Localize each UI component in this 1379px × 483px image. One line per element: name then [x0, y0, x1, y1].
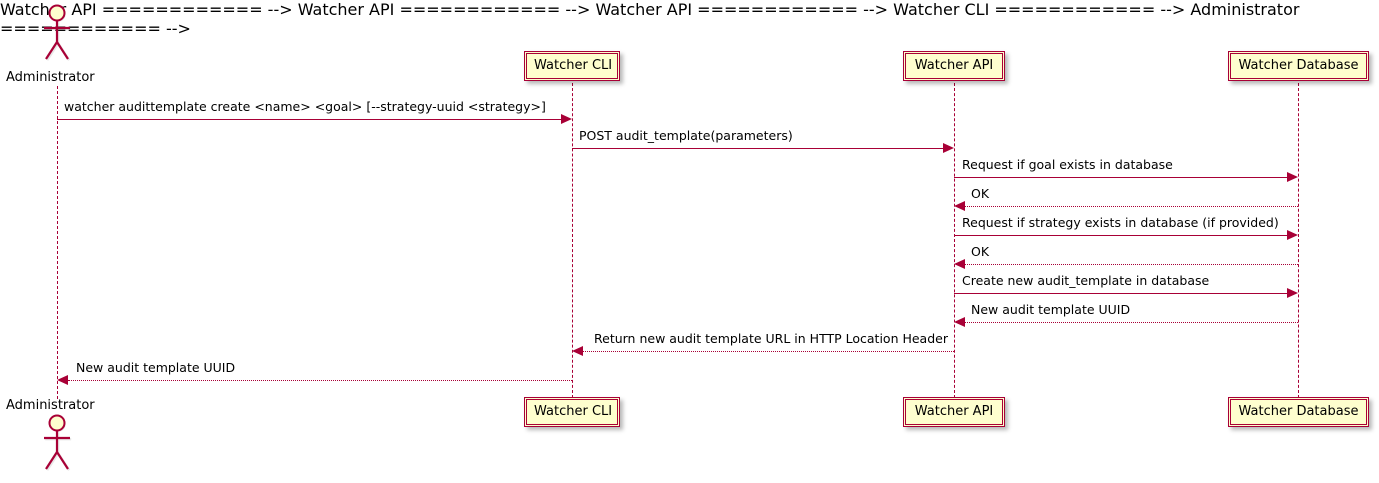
message-label-3: Request if goal exists in database [962, 157, 1173, 172]
message-line-8 [965, 322, 1298, 323]
message-arrowhead-8 [954, 317, 965, 327]
participant-label: Watcher Database [1238, 58, 1359, 73]
actor-label-administrator-top: Administrator [6, 70, 95, 85]
message-label-2: POST audit_template(parameters) [579, 128, 793, 143]
participant-label: Watcher CLI [534, 58, 613, 73]
message-line-9 [583, 351, 954, 352]
message-arrowhead-4 [954, 201, 965, 211]
message-label-9: Return new audit template URL in HTTP Lo… [594, 331, 948, 346]
participant-label: Watcher API [914, 58, 994, 73]
message-line-5 [954, 235, 1287, 236]
message-arrowhead-10 [57, 375, 68, 385]
participant-watcher-cli-bottom[interactable]: Watcher CLI [524, 397, 620, 427]
message-arrowhead-5 [1287, 230, 1298, 240]
participant-label: Watcher CLI [534, 404, 613, 419]
message-arrowhead-6 [954, 259, 965, 269]
message-arrowhead-1 [561, 114, 572, 124]
participant-watcher-api-top[interactable]: Watcher API [903, 51, 1005, 81]
actor-label-administrator-bottom: Administrator [6, 398, 95, 413]
lifeline-administrator [57, 86, 58, 399]
message-label-4: OK [971, 186, 990, 201]
message-line-1 [57, 119, 561, 120]
participant-label: Watcher API [914, 404, 994, 419]
participant-watcher-database-bottom[interactable]: Watcher Database [1228, 397, 1369, 427]
message-label-7: Create new audit_template in database [962, 273, 1210, 288]
message-label-5: Request if strategy exists in database (… [962, 215, 1279, 230]
message-arrowhead-3 [1287, 172, 1298, 182]
message-label-8: New audit template UUID [971, 302, 1131, 317]
message-line-7 [954, 293, 1287, 294]
actor-stick-figure-icon [44, 414, 72, 471]
message-arrowhead-2 [943, 143, 954, 153]
actor-administrator-top [38, 4, 76, 64]
message-line-10 [68, 380, 572, 381]
participant-label: Watcher Database [1238, 404, 1359, 419]
participant-watcher-api-bottom[interactable]: Watcher API [903, 397, 1005, 427]
participant-watcher-cli-top[interactable]: Watcher CLI [524, 51, 620, 81]
message-line-6 [965, 264, 1298, 265]
message-arrowhead-9 [572, 346, 583, 356]
message-label-10: New audit template UUID [76, 360, 236, 375]
message-line-2 [572, 148, 943, 149]
lifeline-watcher-database [1298, 83, 1299, 398]
message-line-4 [965, 206, 1298, 207]
participant-watcher-database-top[interactable]: Watcher Database [1228, 51, 1369, 81]
message-label-1: watcher audittemplate create <name> <goa… [64, 99, 546, 114]
message-label-6: OK [971, 244, 990, 259]
actor-stick-figure-icon [44, 4, 72, 61]
actor-administrator-bottom [38, 414, 76, 474]
lifeline-watcher-api [954, 83, 955, 398]
lifeline-watcher-cli [572, 83, 573, 398]
message-line-3 [954, 177, 1287, 178]
message-arrowhead-7 [1287, 288, 1298, 298]
